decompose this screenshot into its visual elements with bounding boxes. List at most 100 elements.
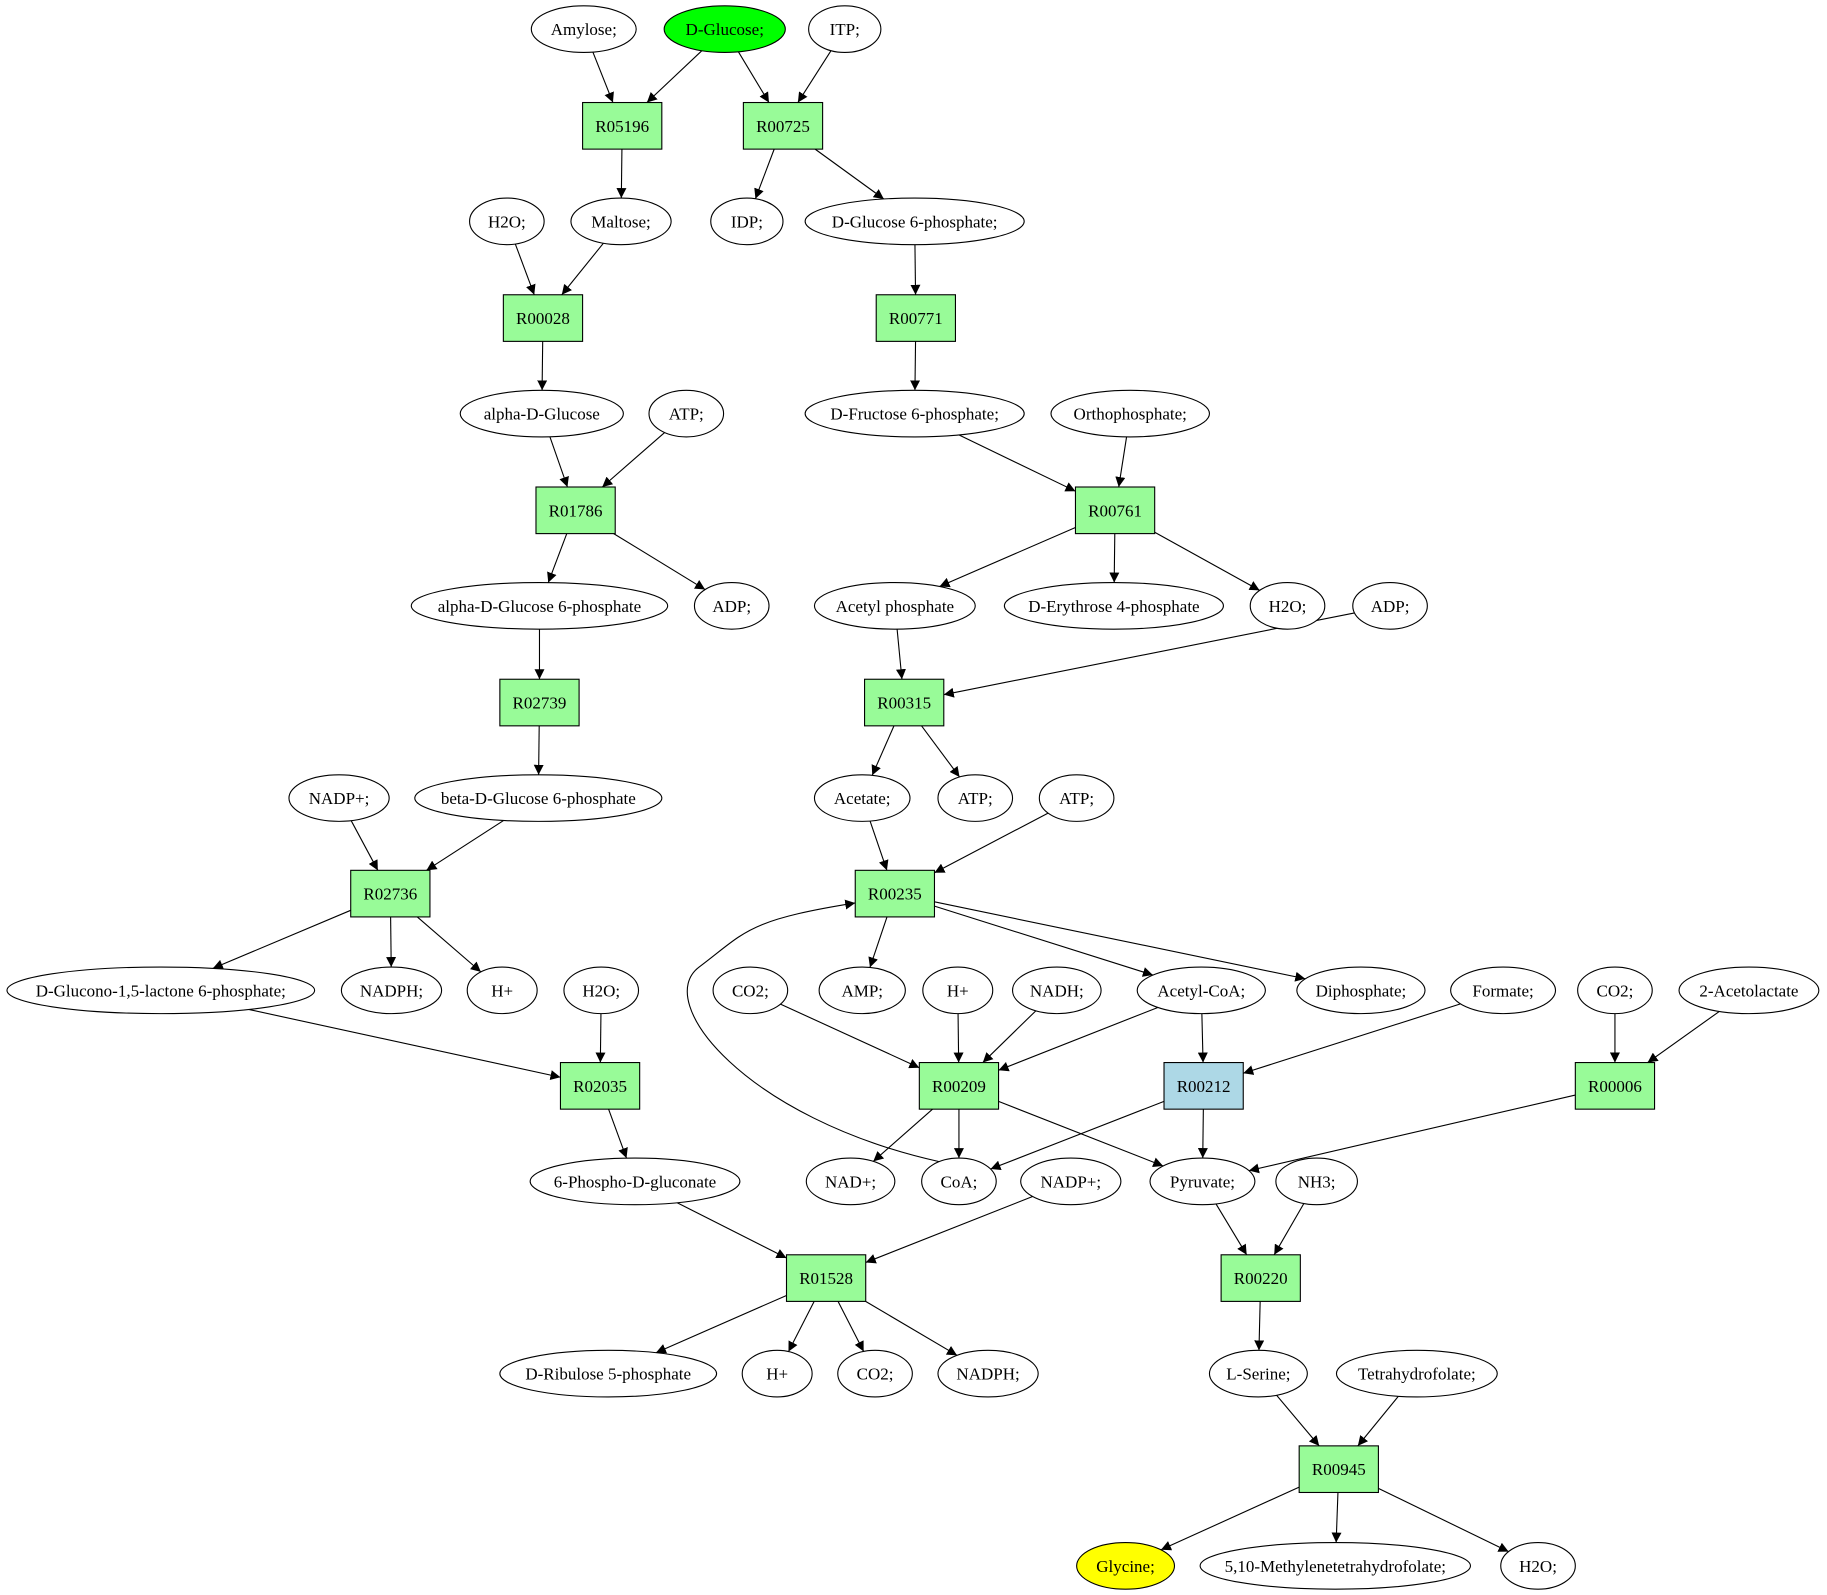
reaction-node-R00209[interactable]: R00209 [918,1062,1000,1110]
reaction-node-R00006[interactable]: R00006 [1574,1062,1656,1110]
metabolite-node-h2o_c[interactable]: H2O; [563,966,640,1015]
metabolite-node-pgluconate[interactable]: 6-Phospho-D-gluconate [529,1157,741,1206]
metabolite-node-hplus_b[interactable]: H+ [922,966,994,1015]
metabolite-label: Glycine; [1096,1557,1155,1576]
metabolite-node-atp_c[interactable]: ATP; [1038,774,1115,822]
edge-nadp_a-to-R02736 [350,820,379,871]
edge-pyruvate-to-R00220 [1215,1203,1248,1256]
metabolite-node-acp[interactable]: Acetyl phosphate [813,581,976,630]
metabolite-node-nadph_a[interactable]: NADPH; [340,966,443,1015]
metabolite-node-glycine[interactable]: Glycine; [1076,1542,1176,1590]
metabolite-node-hplus_a[interactable]: H+ [466,966,538,1015]
edge-R00006-to-pyruvate [1248,1094,1576,1174]
metabolite-node-nadp_b[interactable]: NADP+; [1020,1157,1122,1206]
edge-R00212-to-pyruvate [1197,1109,1208,1159]
metabolite-label: Pyruvate; [1170,1172,1235,1191]
reaction-node-R02739[interactable]: R02739 [499,678,580,727]
metabolite-node-serine[interactable]: L-Serine; [1208,1349,1308,1398]
edge-R00028-to-aglc [537,341,548,391]
metabolite-ellipse [288,774,390,822]
metabolite-node-g6p[interactable]: D-Glucose 6-phosphate; [804,197,1025,246]
metabolite-node-nadp_a[interactable]: NADP+; [288,774,390,822]
metabolite-node-formate[interactable]: Formate; [1450,966,1557,1015]
metabolite-node-amp[interactable]: AMP; [818,966,906,1015]
reaction-label: R05196 [595,117,649,136]
reaction-label: R00212 [1177,1077,1231,1096]
metabolite-node-h2o_b[interactable]: H2O; [1249,581,1326,630]
metabolite-node-co2_b[interactable]: CO2; [1577,966,1653,1015]
metabolite-node-hplus_c[interactable]: H+ [741,1349,813,1398]
metabolite-node-maltose[interactable]: Maltose; [570,197,672,246]
edge-itp-to-R00725 [797,50,832,103]
metabolite-label: CO2; [732,981,769,1000]
metabolite-ellipse [1020,1157,1122,1206]
metabolite-node-idp[interactable]: IDP; [710,197,784,246]
metabolite-node-h2o_a[interactable]: H2O; [469,197,545,246]
edge-R01786-to-ag6p [547,533,568,583]
metabolite-label: 6-Phospho-D-gluconate [554,1172,716,1191]
metabolite-node-acetate[interactable]: Acetate; [813,774,911,822]
reaction-node-R00771[interactable]: R00771 [875,294,956,342]
metabolite-node-co2_a[interactable]: CO2; [712,966,789,1015]
metabolite-node-h2o_d[interactable]: H2O; [1500,1542,1576,1590]
metabolite-node-nad[interactable]: NAD+; [805,1157,896,1206]
reaction-node-R02736[interactable]: R02736 [350,869,431,918]
reaction-node-R00220[interactable]: R00220 [1220,1254,1301,1302]
metabolite-ellipse [1011,966,1102,1015]
metabolite-node-atp_a[interactable]: ATP; [648,389,725,438]
metabolite-node-bg6p[interactable]: beta-D-Glucose 6-phosphate [414,774,663,822]
reaction-node-R00028[interactable]: R00028 [502,294,584,342]
reaction-node-R00945[interactable]: R00945 [1298,1445,1379,1494]
metabolite-node-co2_c[interactable]: CO2; [837,1349,913,1398]
reaction-node-R00315[interactable]: R00315 [864,678,945,727]
edge-pgluconate-to-R01528 [676,1202,787,1259]
metabolite-node-e4p[interactable]: D-Erythrose 4-phosphate [1003,581,1224,630]
metabolite-node-f6p[interactable]: D-Fructose 6-phosphate; [804,389,1025,438]
edge-atp_c-to-R00235 [934,812,1049,874]
metabolite-node-adp_a[interactable]: ADP; [693,581,770,630]
metabolite-ellipse [1275,1157,1358,1206]
metabolite-node-glucono[interactable]: D-Glucono-1,5-lactone 6-phosphate; [6,966,316,1015]
metabolite-node-ru5p[interactable]: D-Ribulose 5-phosphate [499,1349,718,1398]
metabolite-node-nadh[interactable]: NADH; [1011,966,1102,1015]
reaction-node-R01528[interactable]: R01528 [785,1254,867,1302]
metabolite-ellipse [410,581,669,630]
metabolite-node-atp_b[interactable]: ATP; [937,774,1014,822]
metabolite-node-thf[interactable]: Tetrahydrofolate; [1335,1349,1498,1398]
reaction-node-R05196[interactable]: R05196 [582,101,663,150]
metabolite-node-dglucose[interactable]: D-Glucose; [663,5,786,53]
metabolite-node-adp_b[interactable]: ADP; [1352,581,1428,630]
reaction-node-R00761[interactable]: R00761 [1074,486,1156,535]
metabolite-node-itp[interactable]: ITP; [808,5,882,53]
reaction-node-R00235[interactable]: R00235 [854,869,936,918]
metabolite-node-pi[interactable]: Orthophosphate; [1050,389,1211,438]
reaction-node-R00725[interactable]: R00725 [742,101,824,150]
reaction-box [864,678,945,727]
reaction-box [742,101,824,150]
metabolite-ellipse [710,197,784,246]
metabolite-node-amylose[interactable]: Amylose; [530,5,637,53]
metabolite-ellipse [1149,1157,1256,1206]
edge-dglucose-to-R00725 [737,51,770,103]
reaction-node-R00212[interactable]: R00212 [1163,1062,1244,1110]
reaction-label: R02739 [513,694,567,713]
metabolite-node-nh3[interactable]: NH3; [1275,1157,1358,1206]
metabolite-node-coa[interactable]: CoA; [921,1157,997,1206]
metabolite-node-methylene[interactable]: 5,10-Methylenetetrahydrofolate; [1199,1542,1472,1590]
metabolite-node-ppi[interactable]: Diphosphate; [1296,966,1426,1015]
metabolite-node-pyruvate[interactable]: Pyruvate; [1149,1157,1256,1206]
edge-layer [212,50,1720,1553]
edge-g6p-to-R00771 [910,244,921,295]
metabolite-node-aglc[interactable]: alpha-D-Glucose [459,389,624,438]
edge-R00945-to-h2o_d [1378,1487,1509,1553]
edge-R00761-to-e4p [1109,533,1120,583]
metabolite-node-accoa[interactable]: Acetyl-CoA; [1136,966,1266,1015]
reaction-node-R02035[interactable]: R02035 [559,1062,641,1110]
metabolite-ellipse [1352,581,1428,630]
metabolite-node-ag6p[interactable]: alpha-D-Glucose 6-phosphate [410,581,669,630]
edge-nh3-to-R00220 [1273,1203,1305,1256]
reaction-node-R01786[interactable]: R01786 [535,486,616,535]
metabolite-node-nadph_b[interactable]: NADPH; [937,1349,1039,1398]
metabolite-node-acetolactate[interactable]: 2-Acetolactate [1678,966,1820,1015]
